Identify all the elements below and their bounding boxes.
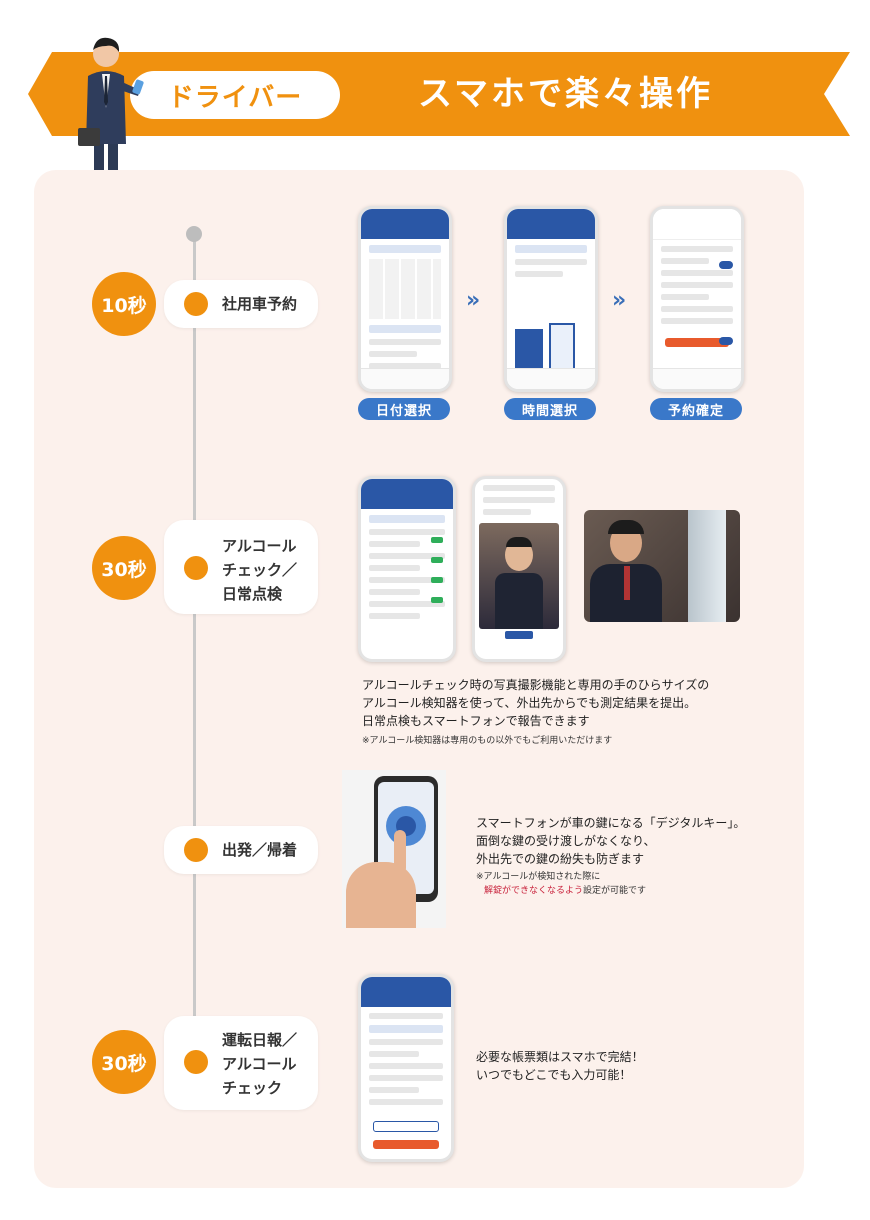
alcohol-check-photo — [584, 510, 740, 622]
step-time-badge: 10秒 — [92, 272, 156, 336]
timeline-line — [193, 232, 196, 1052]
phone-daily-inspection — [358, 476, 456, 662]
label-time-select: 時間選択 — [504, 398, 596, 420]
phone-alcohol-photo — [472, 476, 566, 662]
page-title: スマホで楽々操作 — [418, 74, 713, 114]
phone-driving-report — [358, 974, 454, 1162]
role-badge: ドライバー — [130, 71, 340, 119]
chevron-right-icon: » — [466, 288, 481, 313]
digital-key-photo — [342, 770, 446, 928]
label-date-select: 日付選択 — [358, 398, 450, 420]
step-time-badge: 30秒 — [92, 536, 156, 600]
step-marker — [184, 556, 208, 580]
alcohol-check-description: アルコールチェック時の写真撮影機能と専用の手のひらサイズの アルコール検知器を使… — [362, 678, 710, 728]
phone-reservation-confirm — [650, 206, 744, 392]
step-label: 社用車予約 — [222, 295, 298, 313]
label-reservation-confirm: 予約確定 — [650, 398, 742, 420]
alcohol-check-note: ※アルコール検知器は専用のもの以外でもご利用いただけます — [362, 736, 613, 746]
businessman-illustration — [76, 37, 144, 214]
step-marker — [184, 838, 208, 862]
phone-time-select — [504, 206, 598, 392]
step-marker — [184, 1050, 208, 1074]
step-time-badge: 30秒 — [92, 1030, 156, 1094]
daily-report-description: 必要な帳票類はスマホで完結！ いつでもどこでも入力可能！ — [476, 1050, 644, 1082]
phone-date-select — [358, 206, 452, 392]
digital-key-description: スマートフォンが車の鍵になる「デジタルキー」。 面倒な鍵の受け渡しがなくなり、 … — [476, 816, 746, 866]
step-label: アルコール チェック／ 日常点検 — [222, 537, 298, 603]
timeline-start-dot — [186, 226, 202, 242]
step-label: 運転日報／ アルコール チェック — [222, 1031, 298, 1097]
step-label: 出発／帰着 — [222, 841, 298, 859]
chevron-right-icon: » — [612, 288, 627, 313]
step-marker — [184, 292, 208, 316]
digital-key-note: ※アルコールが検知された際に 解錠ができなくなるよう設定が可能です — [476, 872, 647, 896]
